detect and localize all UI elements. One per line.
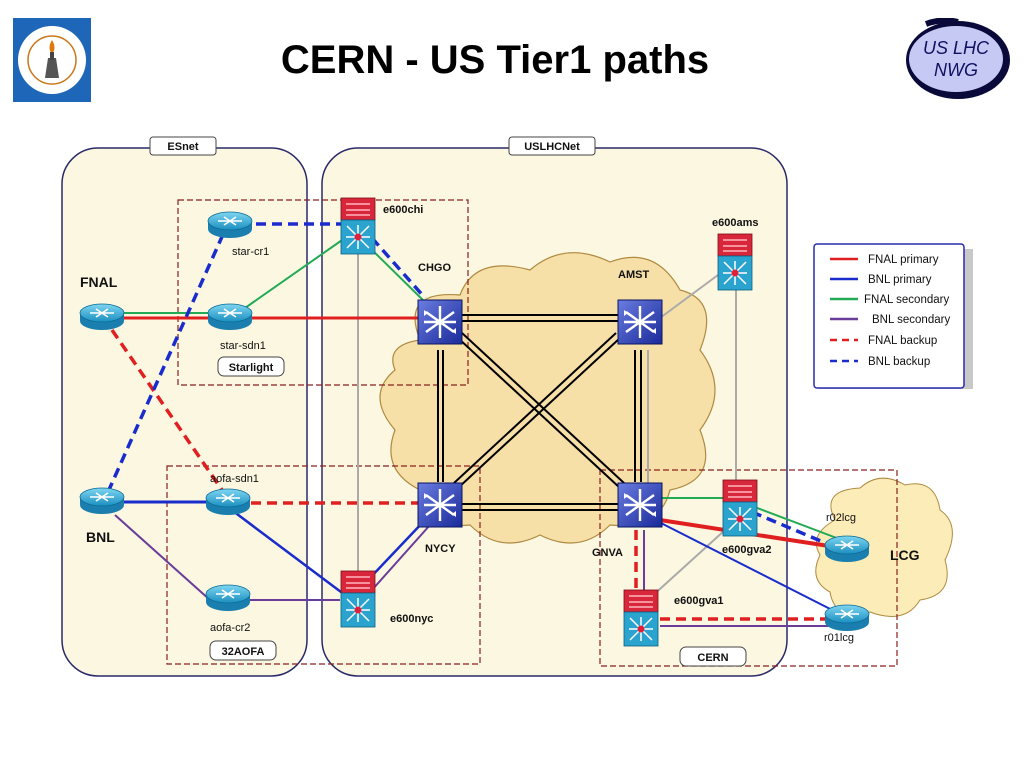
router-star-cr1 (207, 211, 253, 239)
us-lhc-nwg-logo: US LHC NWG (906, 18, 1010, 99)
label-r01lcg: r01lcg (824, 632, 854, 644)
legend-label-fnal-secondary: FNAL secondary (864, 294, 949, 306)
label-star-sdn1: star-sdn1 (220, 340, 266, 352)
label-e600gva1: e600gva1 (674, 595, 724, 607)
aofa32-tab (209, 640, 277, 661)
aofa32-site (166, 465, 481, 665)
link-e600gva2-e600gva1 (649, 529, 726, 599)
fnal-backup-fnal-aofa (110, 329, 224, 491)
label-chgo: CHGO (418, 262, 451, 274)
fnal-secondary-star-e600chi (244, 237, 346, 309)
legend-label-fnal-backup: FNAL backup (868, 335, 937, 347)
label-r02lcg: r02lcg (826, 512, 856, 524)
bnl-primary-gnva-r01 (654, 519, 843, 616)
nwg-logo-line1: US LHC (923, 38, 990, 58)
router-aofa-sdn1 (205, 488, 251, 516)
slide-title: CERN - US Tier1 paths (280, 38, 710, 82)
router-fnal (79, 303, 125, 331)
bnl-primary-aofa-e600nyc (224, 504, 346, 596)
mux-e600gva2 (722, 479, 758, 537)
uslhcnet-label: USLHCNet (524, 141, 580, 153)
mux-e600ams (717, 233, 753, 291)
label-e600ams: e600ams (712, 217, 759, 229)
switch-gnva (616, 481, 664, 529)
legend-label-bnl-primary: BNL primary (868, 274, 932, 286)
router-r01lcg (824, 604, 870, 632)
mux-e600chi (340, 197, 376, 255)
label-aofa-sdn1: aofa-sdn1 (210, 473, 259, 485)
core-mesh (437, 314, 642, 511)
cern-site (599, 469, 898, 667)
bnl-secondary-bnl-aofacr2 (114, 514, 211, 601)
label-lcg: LCG (890, 547, 920, 563)
starlight-tab (217, 356, 285, 377)
router-r02lcg (824, 535, 870, 563)
aofa32-label: 32AOFA (222, 646, 265, 658)
legend-label-fnal-primary: FNAL primary (868, 254, 939, 266)
label-amst: AMST (618, 269, 649, 281)
mux-e600nyc (340, 570, 376, 628)
starlight-label: Starlight (229, 362, 274, 374)
link-amst-e600ams (659, 274, 719, 319)
esnet-label: ESnet (167, 141, 199, 153)
starlight-site (177, 199, 469, 386)
legend-label-bnl-backup: BNL backup (868, 356, 930, 368)
label-e600gva2: e600gva2 (722, 544, 772, 556)
fnal-secondary-e600chi-chgo (366, 244, 429, 306)
esnet-tab (149, 136, 217, 156)
label-nycy: NYCY (425, 543, 456, 555)
switch-amst (616, 298, 664, 346)
label-aofa-cr2: aofa-cr2 (210, 622, 250, 634)
esnet-domain (61, 147, 308, 677)
bnl-secondary-e600nyc-nycy (371, 524, 431, 591)
cern-tab (679, 646, 747, 667)
label-e600chi: e600chi (383, 204, 423, 216)
switch-chgo (416, 298, 464, 346)
legend-label-bnl-secondary: BNL secondary (872, 314, 950, 326)
lcg-cloud (815, 477, 953, 617)
bnl-primary-e600nyc-nycy (367, 519, 426, 581)
mux-e600gva1 (623, 589, 659, 647)
router-star-sdn1 (207, 303, 253, 331)
legend-entries: FNAL primary BNL primary FNAL secondary … (830, 254, 950, 368)
uslhcnet-tab (508, 136, 596, 156)
switch-nycy (416, 481, 464, 529)
router-aofa-cr2 (205, 584, 251, 612)
label-star-cr1: star-cr1 (232, 246, 269, 258)
label-fnal: FNAL (80, 274, 118, 290)
label-gnva: GNVA (592, 547, 623, 559)
label-bnl: BNL (86, 529, 115, 545)
cern-label: CERN (697, 652, 728, 664)
fnal-secondary-e600gva2-r02 (751, 505, 843, 541)
label-e600nyc: e600nyc (390, 613, 433, 625)
caltech-seal-logo (13, 18, 91, 102)
router-bnl (79, 487, 125, 515)
nwg-logo-line2: NWG (934, 60, 978, 80)
bnl-backup-e600chi-chgo (370, 236, 427, 300)
